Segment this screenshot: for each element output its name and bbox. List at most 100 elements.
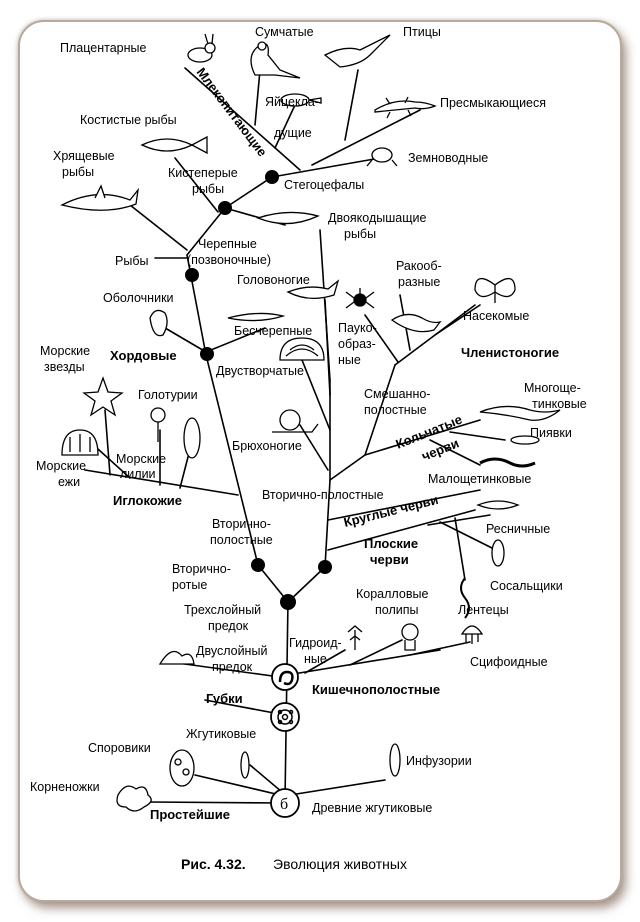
label-secondary-cavity-b-line2: полостные [210, 533, 273, 547]
lizard-icon [374, 96, 437, 119]
jellyfish-icon [460, 625, 484, 644]
trunk-mixocoel [364, 364, 396, 456]
label-bony-fish: Костистые рыбы [80, 113, 177, 127]
branch-scyphozoa [409, 641, 471, 656]
label-cartilaginous-line1: Хрящевые [53, 149, 115, 163]
labels-group: Плацентарные Сумчатые Птицы Млекопитающи… [30, 25, 587, 822]
sea-star-icon [82, 376, 124, 417]
earthworm-icon [479, 457, 536, 468]
node-lobe-finned [218, 201, 232, 215]
label-sea-lilies-line1: Морские [116, 452, 166, 466]
coral-icon [401, 623, 419, 651]
branch-acrania [205, 327, 266, 353]
polychaete-icon [479, 405, 561, 421]
label-hydroids-line1: Гидроид- [289, 636, 342, 650]
label-flatworms-line1: Плоские [364, 536, 418, 551]
label-lungfish-line1: Двоякодышащие [328, 211, 426, 225]
branch-monotremes [274, 104, 296, 149]
bony-fish-icon [140, 135, 208, 155]
sponge-pattern-icon [277, 709, 294, 725]
branch-flatworms [327, 509, 476, 551]
label-triploblastic-line2: предок [208, 619, 249, 633]
organism-icons [60, 33, 561, 812]
spider-icon [345, 288, 375, 309]
label-reptiles: Пресмыкающиеся [440, 96, 546, 110]
rabbit-icon [187, 33, 216, 63]
label-craniates-line2: (позвоночные) [187, 253, 271, 267]
branch-cartilaginous [129, 204, 188, 251]
tapeworm-icon [460, 577, 470, 619]
node-craniates [185, 268, 199, 282]
platypus-icon [280, 93, 322, 107]
branch-arachnids [364, 314, 399, 363]
branch-tunicates [159, 324, 207, 353]
squid-icon [286, 279, 340, 299]
label-leeches: Пиявки [530, 426, 572, 440]
label-flatworms-line2: черви [370, 552, 409, 567]
label-bivalves: Двустворчатые [216, 364, 304, 378]
tree-branches [84, 67, 506, 804]
trunk-protostomes [324, 479, 331, 568]
euglena-icon [240, 751, 250, 779]
label-cnidarians: Кишечнополостные [312, 682, 440, 697]
label-tapeworms: Лентецы [458, 603, 509, 617]
label-cephalopods: Головоногие [237, 273, 310, 287]
label-echinoderms: Иглокожие [113, 493, 182, 508]
label-lobe-finned-line1: Кистеперые [168, 166, 238, 180]
label-secondary-cavity: Вторично-полостные [262, 488, 384, 502]
label-mixocoel-line2: полостные [364, 403, 427, 417]
branch-ciliates [289, 779, 386, 796]
label-crustaceans-line1: Ракооб- [396, 259, 442, 273]
label-birds: Птицы [403, 25, 441, 39]
sea-lily-icon [150, 407, 166, 442]
fluke-icon [491, 539, 505, 567]
label-polychaetes-line2: тинковые [532, 397, 587, 411]
label-arachnids-line1: Пауко- [338, 321, 377, 335]
label-insects: Насекомые [463, 309, 529, 323]
label-monotremes-line2: дущие [274, 126, 312, 140]
label-sea-stars-line2: звезды [44, 360, 85, 374]
branch-reptiles [311, 109, 421, 166]
branch-sea-stars [104, 409, 111, 476]
label-lobe-finned-line2: рыбы [192, 182, 224, 196]
label-stegocephals: Стегоцефалы [284, 178, 364, 192]
label-arthropods: Членистоногие [461, 345, 559, 360]
frog-icon [366, 147, 398, 167]
branch-stegocephals [271, 157, 381, 178]
sponge-circle [270, 702, 300, 732]
node-chordates [200, 347, 214, 361]
branch-diploblastic [169, 661, 288, 679]
branch-flagellates [249, 764, 283, 793]
branch-hydroids [304, 649, 346, 674]
label-mixocoel-line1: Смешанно- [364, 387, 430, 401]
label-sea-stars-line1: Морские [40, 344, 90, 358]
label-arachnids-line2: образ- [338, 337, 376, 351]
branch-oligochaetes [429, 439, 481, 466]
branch-sporozoa [194, 774, 281, 796]
flagellate-glyph-icon: б [280, 796, 288, 813]
label-sea-lilies-line2: лилии [120, 467, 156, 481]
label-sporozoa: Споровики [88, 741, 151, 755]
lancelet-icon [227, 312, 286, 322]
label-secondary-cavity-b-line1: Вторично- [212, 517, 271, 531]
branch-bivalves [299, 354, 331, 431]
node-deuterostomes [251, 558, 265, 572]
label-hydroids-line2: ные [304, 652, 327, 666]
branch-echinoderms [84, 469, 239, 496]
sea-urchin-icon [61, 429, 99, 456]
planarian-icon [476, 500, 520, 510]
cnidarian-circle [271, 663, 299, 691]
label-chordates: Хордовые [110, 348, 177, 363]
branch-bony-fish [174, 157, 219, 213]
node-stegocephals [265, 170, 279, 184]
label-monotremes-line1: Яйцекла- [265, 95, 319, 109]
branch-annelids [364, 419, 481, 456]
label-flukes: Сосальщики [490, 579, 563, 593]
trunk-protozoa [284, 599, 289, 801]
branch-insects [434, 304, 481, 336]
label-placental: Плацентарные [60, 41, 146, 55]
branch-protostome-stem [287, 566, 326, 603]
label-gastropods: Брюхоногие [232, 439, 302, 453]
label-triploblastic-line1: Трехслойный [184, 603, 261, 617]
